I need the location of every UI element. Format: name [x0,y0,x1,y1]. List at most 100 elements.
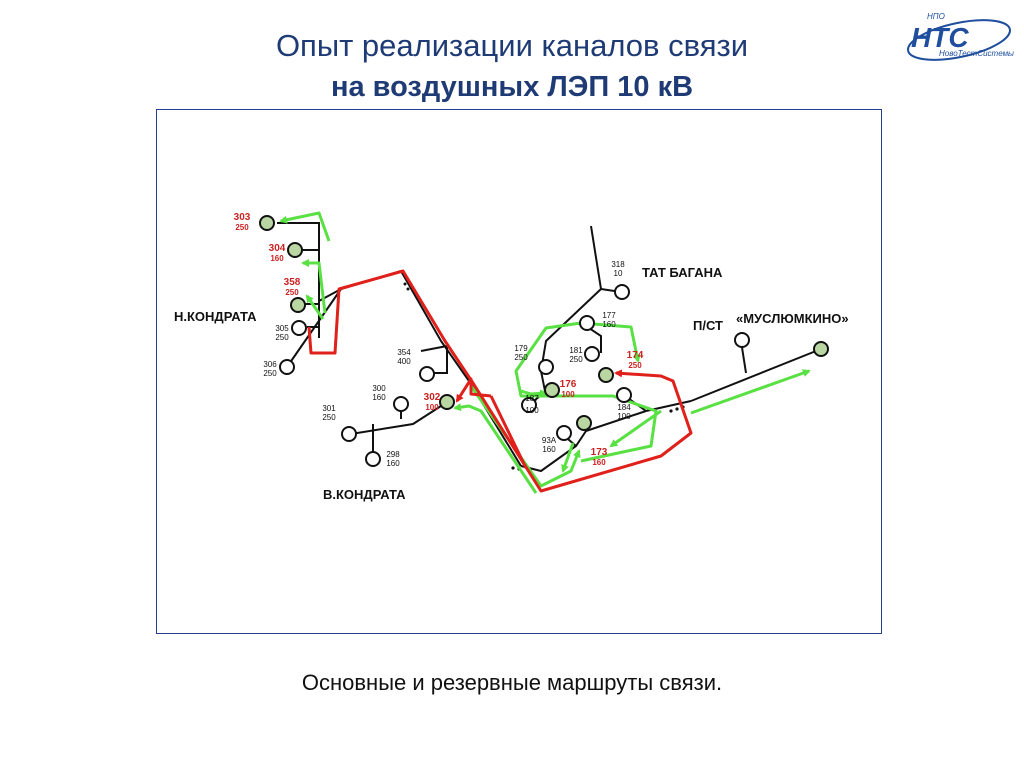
transformer-nodes [259,215,829,467]
node-label-power: 160 [386,459,400,468]
node-label-power: 250 [263,369,277,378]
node-label-num: 304 [269,243,286,254]
backup-route-176 [520,389,548,398]
node-label-num: 187 [525,394,539,403]
node-301 [341,426,357,442]
diagram-caption: Основные и резервные маршруты связи. [301,670,723,695]
node-label-power: 160 [542,445,556,454]
node-labels: 303 250 304 160 358 250 305 250 306 250 … [234,212,644,468]
backup-route-loop [514,321,658,463]
logo-sub-text: НовоТестСистемы [939,49,1014,58]
line-main-spine [400,270,522,467]
network-diagram: 303 250 304 160 358 250 305 250 306 250 … [156,109,882,634]
breaker-dot [511,466,515,470]
line-to-muslyumkino [690,348,822,402]
node-358 [290,297,306,313]
node-label-power: 160 [270,254,284,263]
main-routes [307,269,693,493]
node-label-num: 93А [542,436,557,445]
backup-route-93a [561,442,575,473]
node-label-num: 318 [611,260,625,269]
node-label-power: 250 [275,333,289,342]
breaker-dot [403,282,407,286]
node-label-power: 160 [602,320,616,329]
node-label-num: 302 [424,392,441,403]
node-label-power: 100 [617,412,631,421]
logo-main-text: НТС [911,22,969,53]
line-354 [420,344,448,374]
label-tat-bagana: ТАТ БАГАНА [642,265,723,280]
node-label-power: 400 [397,357,411,366]
backup-route-muslyumkino [690,369,811,415]
node-label-power: 160 [372,393,386,402]
node-177 [579,315,595,331]
node-354 [419,366,435,382]
node-label-power: 250 [235,223,249,232]
node-label-power: 100 [561,390,575,399]
node-304 [287,242,303,258]
backup-route-303 [279,211,331,242]
node-label-num: 300 [372,384,386,393]
label-n-kondrata: Н.КОНДРАТА [174,309,257,324]
node-label-power: 250 [514,353,528,362]
node-label-num: 173 [591,447,608,458]
line-tat-branch [539,288,602,397]
breaker-dot [675,407,679,411]
node-label-num: 303 [234,212,251,223]
node-label-power: 100 [425,403,439,412]
main-route-174 [307,269,693,493]
node-label-num: 184 [617,403,631,412]
company-logo: НПО НТС НовоТестСистемы [907,12,1014,61]
node-label-num: 354 [397,348,411,357]
node-label-power: 100 [525,406,539,415]
node-302 [439,394,455,410]
label-v-kondrata: В.КОНДРАТА [323,487,406,502]
backup-route-173b [609,409,662,448]
node-label-num: 174 [627,350,644,361]
node-muslyumkino [813,341,829,357]
label-pst: П/СТ [693,318,723,333]
node-303 [259,215,275,231]
node-label-num: 176 [560,379,577,390]
node-label-power: 250 [285,288,299,297]
node-label-num: 305 [275,324,289,333]
logo-top-text: НПО [927,12,945,21]
node-pst [734,332,750,348]
node-label-num: 181 [569,346,583,355]
line-306 [286,288,342,368]
line-318 [590,225,602,290]
node-label-num: 298 [386,450,400,459]
node-300 [393,396,409,412]
node-label-power: 250 [322,413,336,422]
place-labels: Н.КОНДРАТА В.КОНДРАТА ТАТ БАГАНА П/СТ «М… [174,265,849,502]
node-298 [365,451,381,467]
main-route-302 [457,377,528,469]
breaker-dot [669,409,673,413]
node-176 [544,382,560,398]
node-187 [521,397,537,413]
node-label-num: 301 [322,404,336,413]
node-173 [576,415,592,431]
line-301-302 [350,405,442,435]
slide-subtitle: на воздушных ЛЭП 10 кВ [330,71,694,103]
slide-title: Опыт реализации каналов связи [275,28,749,63]
label-muslyumkino: «МУСЛЮМКИНО» [736,311,849,326]
node-305 [291,320,307,336]
node-306 [279,359,295,375]
backup-route-304 [301,259,327,314]
node-184 [616,387,632,403]
node-label-power: 10 [614,269,623,278]
backup-route-358 [305,294,325,320]
node-179 [538,359,554,375]
node-label-power: 250 [569,355,583,364]
node-181 [584,346,600,362]
node-tat-bagana [614,284,630,300]
node-93a [556,425,572,441]
node-label-num: 179 [514,344,528,353]
node-label-num: 306 [263,360,277,369]
breaker-dot [406,287,410,291]
node-label-num: 177 [602,311,616,320]
node-label-power: 250 [628,361,642,370]
node-label-num: 358 [284,277,301,288]
node-174 [598,367,614,383]
